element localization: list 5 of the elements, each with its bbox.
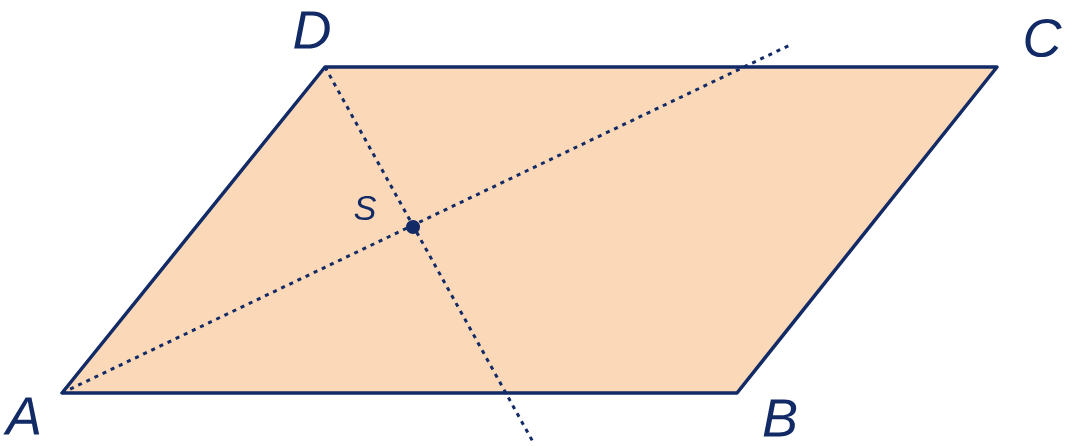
- point-label: D: [294, 11, 330, 49]
- point-label: S: [354, 195, 376, 221]
- point-label: C: [1025, 18, 1062, 58]
- point-label: A: [3, 397, 40, 435]
- point-label: B: [763, 399, 797, 437]
